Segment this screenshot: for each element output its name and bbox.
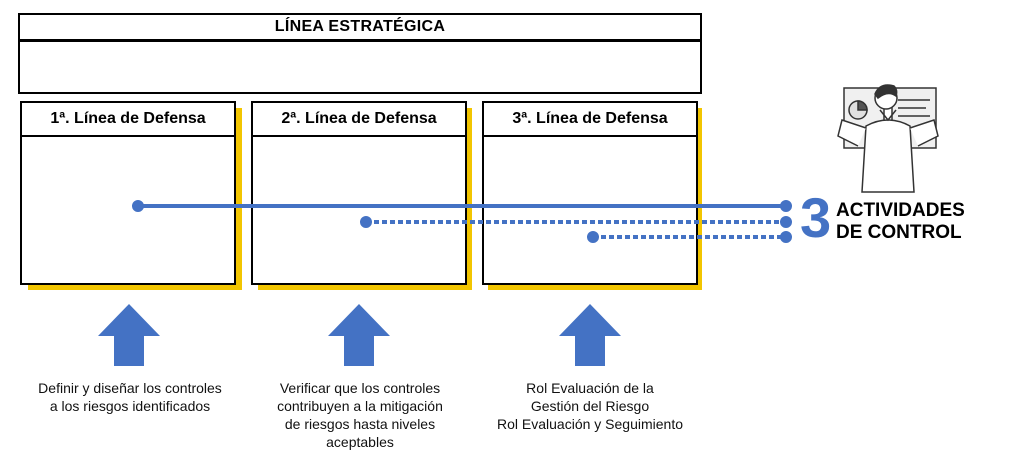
defense-line-2-box: 2ª. Línea de Defensa bbox=[251, 101, 467, 285]
defense-line-3-box: 3ª. Línea de Defensa bbox=[482, 101, 698, 285]
control-activities-label-line2: DE CONTROL bbox=[836, 222, 962, 243]
connector-2-end-dot bbox=[780, 216, 792, 228]
strategic-line-body bbox=[18, 40, 702, 94]
presenter-icon bbox=[837, 84, 939, 193]
caption-1-line-1: Definir y diseñar los controles bbox=[38, 380, 222, 396]
defense-line-1-title: 1ª. Línea de Defensa bbox=[22, 103, 234, 137]
arrow-up-icon-3 bbox=[559, 304, 621, 366]
caption-2-line-2: contribuyen a la mitigación bbox=[277, 398, 443, 414]
connector-2-start-dot bbox=[360, 216, 372, 228]
caption-3-line-3: Rol Evaluación y Seguimiento bbox=[497, 416, 683, 432]
control-activities-label: ACTIVIDADES DE CONTROL bbox=[836, 200, 965, 244]
defense-line-3-title: 3ª. Línea de Defensa bbox=[484, 103, 696, 137]
caption-1-line-2: a los riesgos identificados bbox=[49, 398, 211, 414]
caption-2-line-1: Verificar que los controles bbox=[279, 380, 441, 396]
caption-3-line-1: Rol Evaluación de la bbox=[526, 380, 654, 396]
caption-3-line-2: Gestión del Riesgo bbox=[530, 398, 650, 414]
defense-line-3-caption: Rol Evaluación de la Gestión del Riesgo … bbox=[470, 379, 710, 433]
control-activities-number: 3 bbox=[800, 186, 832, 249]
arrow-up-icon-2 bbox=[328, 304, 390, 366]
arrow-up-icon-1 bbox=[98, 304, 160, 366]
connector-1-start-dot bbox=[132, 200, 144, 212]
connector-3-start-dot bbox=[587, 231, 599, 243]
caption-2-line-3: de riesgos hasta niveles bbox=[284, 416, 436, 432]
caption-2-line-4: aceptables bbox=[326, 434, 394, 450]
defense-line-2-title: 2ª. Línea de Defensa bbox=[253, 103, 465, 137]
defense-line-1-box: 1ª. Línea de Defensa bbox=[20, 101, 236, 285]
control-activities-label-line1: ACTIVIDADES bbox=[836, 200, 965, 221]
defense-line-1-caption: Definir y diseñar los controles a los ri… bbox=[10, 379, 250, 415]
strategic-line-header: LÍNEA ESTRATÉGICA bbox=[18, 13, 702, 41]
defense-line-2-caption: Verificar que los controles contribuyen … bbox=[240, 379, 480, 451]
connector-1-end-dot bbox=[780, 200, 792, 212]
connector-3-end-dot bbox=[780, 231, 792, 243]
